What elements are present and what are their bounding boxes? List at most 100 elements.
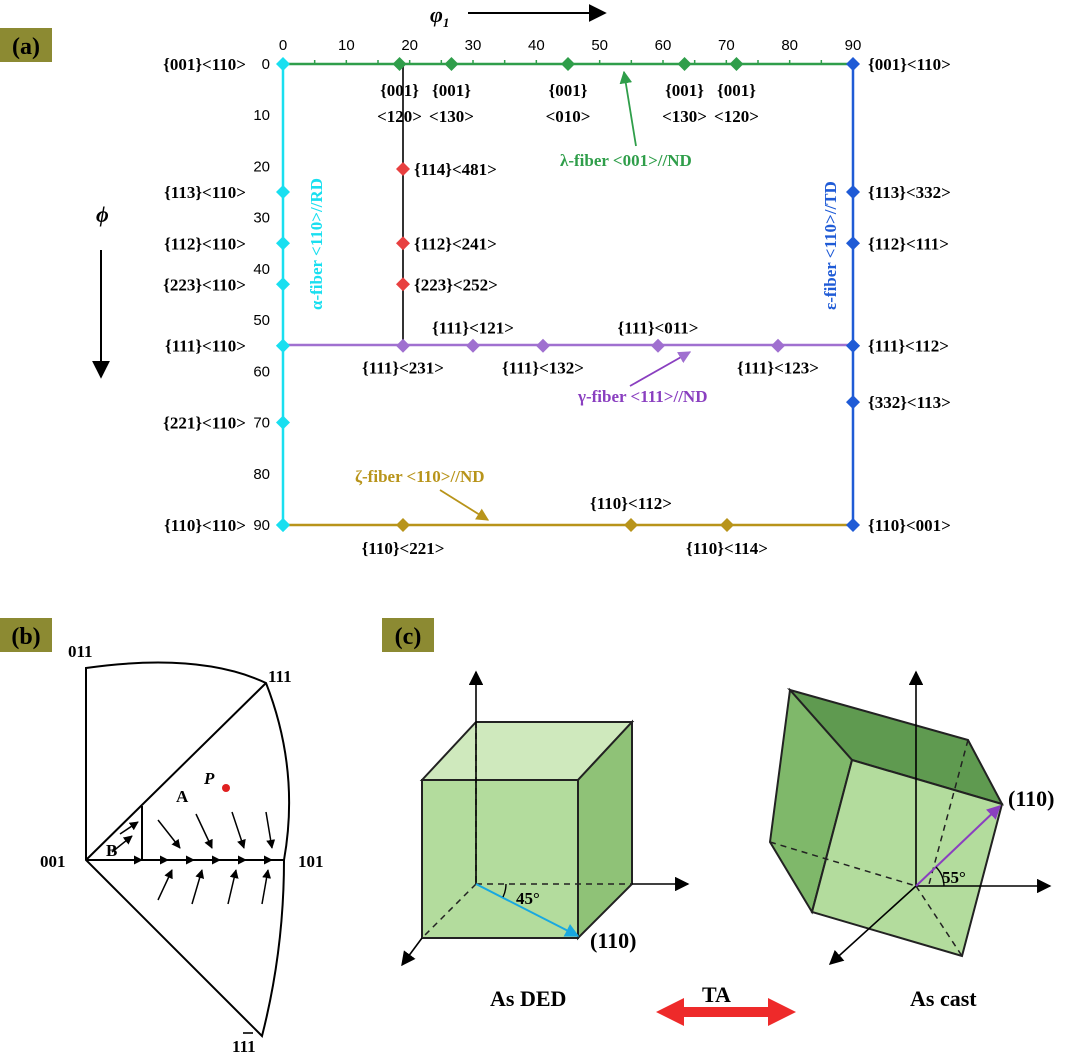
left-tick-label: 80 bbox=[253, 466, 270, 483]
top-tick-label: 50 bbox=[591, 37, 608, 54]
alpha-orientation-label: {223}<110> bbox=[163, 275, 246, 294]
lambda-orientation-label: {001} bbox=[717, 81, 756, 100]
gamma-fiber-marker bbox=[396, 338, 410, 353]
rotation-arrow bbox=[195, 813, 213, 849]
left-tick-label: 0 bbox=[262, 56, 270, 73]
ded-cube: 45° (110) bbox=[401, 670, 690, 967]
orientation-labels: {001}<110>{113}<110>{112}<110>{223}<110>… bbox=[163, 55, 951, 558]
epsilon-orientation-label: {332}<113> bbox=[868, 393, 951, 412]
gamma-orientation-label: {111}<121> bbox=[432, 319, 514, 338]
region-b-label: B bbox=[106, 841, 117, 860]
alpha-fiber-marker bbox=[276, 518, 290, 532]
alpha-fiber-marker bbox=[276, 415, 290, 430]
lambda-orientation-label: <130> bbox=[662, 107, 707, 126]
left-tick-label: 50 bbox=[253, 312, 270, 329]
vertical-orientation-label: {223}<252> bbox=[414, 275, 498, 294]
lambda-fiber-marker bbox=[444, 57, 459, 71]
lambda-orientation-label: {001} bbox=[380, 81, 419, 100]
region-a-label: A bbox=[176, 787, 189, 806]
left-tick-label: 90 bbox=[253, 517, 270, 534]
epsilon-fiber-marker bbox=[846, 185, 860, 200]
alpha-fiber-marker bbox=[276, 277, 290, 292]
zeta-orientation-label: {110}<114> bbox=[686, 539, 768, 558]
panel-c-label: (c) bbox=[395, 624, 422, 650]
alpha-orientation-label: {110}<110> bbox=[164, 516, 246, 535]
epsilon-fiber-marker bbox=[846, 395, 860, 410]
rotation-arrow bbox=[231, 811, 246, 849]
epsilon-fiber-marker bbox=[846, 338, 860, 353]
panel-c: (c) 45° (110) As DED bbox=[382, 618, 1054, 1026]
lambda-orientation-label: <010> bbox=[546, 107, 591, 126]
left-tick-label: 10 bbox=[253, 107, 270, 124]
top-tick-label: 30 bbox=[465, 37, 482, 54]
top-tick-label: 90 bbox=[845, 37, 862, 54]
epsilon-orientation-label: {113}<332> bbox=[868, 183, 951, 202]
ded-plane-label: (110) bbox=[590, 928, 636, 953]
gamma-orientation-label: {111}<011> bbox=[618, 319, 699, 338]
alpha-fiber-marker bbox=[276, 236, 290, 251]
panel-c-badge bbox=[382, 618, 434, 652]
zeta-fiber-marker bbox=[396, 518, 410, 532]
rotation-arrow bbox=[157, 869, 173, 901]
alpha-fiber-marker bbox=[276, 338, 290, 353]
ta-label: TA bbox=[702, 982, 731, 1007]
left-tick-label: 60 bbox=[253, 363, 270, 380]
top-tick-label: 70 bbox=[718, 37, 735, 54]
pole-001: 001 bbox=[40, 852, 66, 871]
point-p-dot bbox=[222, 784, 230, 792]
rotation-arrow bbox=[191, 869, 205, 905]
lambda-fiber-marker bbox=[677, 57, 692, 71]
cast-caption: As cast bbox=[910, 986, 977, 1011]
epsilon-fiber-marker bbox=[846, 518, 860, 532]
alpha-fiber-marker bbox=[276, 185, 290, 200]
alpha-orientation-label: {001}<110> bbox=[163, 55, 246, 74]
vertical-marker bbox=[396, 162, 410, 177]
top-tick-label: 20 bbox=[401, 37, 418, 54]
lambda-orientation-label: <120> bbox=[714, 107, 759, 126]
top-tick-label: 80 bbox=[781, 37, 798, 54]
panel-b-label: (b) bbox=[11, 624, 40, 650]
rotation-arrow bbox=[227, 869, 239, 905]
lambda-fiber-marker bbox=[561, 57, 575, 71]
gamma-fiber-marker bbox=[536, 338, 550, 353]
ded-angle-label: 45° bbox=[516, 889, 540, 908]
pole-011: 011 bbox=[68, 642, 93, 661]
rotation-arrow bbox=[157, 819, 181, 849]
epsilon-fiber-marker bbox=[846, 236, 860, 251]
lambda-fiber-pointer bbox=[619, 70, 637, 147]
left-tick-label: 70 bbox=[253, 415, 270, 432]
phi-axis-label: ϕ bbox=[96, 202, 109, 227]
epsilon-orientation-label: {110}<001> bbox=[868, 516, 951, 535]
cast-angle-label: 55° bbox=[942, 868, 966, 887]
epsilon-orientation-label: {111}<112> bbox=[868, 337, 949, 356]
epsilon-orientation-label: {112}<111> bbox=[868, 234, 949, 253]
gamma-fiber-marker bbox=[651, 338, 665, 353]
top-tick-label: 60 bbox=[655, 37, 672, 54]
zeta-orientation-label: {110}<221> bbox=[362, 539, 445, 558]
vertical-marker bbox=[396, 277, 410, 292]
rotation-arrow bbox=[119, 821, 139, 835]
alpha-fiber-name: α-fiber <110>//RD bbox=[307, 178, 326, 310]
top-tick-label: 10 bbox=[338, 37, 355, 54]
cast-cube: 55° (110) bbox=[768, 670, 1054, 965]
zeta-orientation-label: {110}<112> bbox=[590, 494, 672, 513]
vertical-marker bbox=[396, 236, 410, 251]
left-tick-label: 30 bbox=[253, 210, 270, 227]
lambda-minor-ticks bbox=[313, 60, 823, 64]
top-tick-label: 0 bbox=[279, 37, 287, 54]
point-p-label: P bbox=[203, 769, 215, 788]
zeta-fiber-marker bbox=[624, 518, 638, 532]
ta-double-arrow bbox=[656, 998, 796, 1026]
gamma-fiber-name: γ-fiber <111>//ND bbox=[577, 387, 707, 406]
alpha-orientation-label: {111}<110> bbox=[165, 337, 246, 356]
lambda-fiber-marker bbox=[392, 57, 407, 71]
lambda-fiber-name: λ-fiber <001>//ND bbox=[560, 151, 692, 170]
lambda-orientation-label: <120> bbox=[377, 107, 422, 126]
lambda-orientation-label: {001} bbox=[432, 81, 471, 100]
rotation-arrows bbox=[86, 811, 276, 905]
left-tick-label: 40 bbox=[253, 261, 270, 278]
gamma-orientation-label: {111}<231> bbox=[362, 359, 444, 378]
